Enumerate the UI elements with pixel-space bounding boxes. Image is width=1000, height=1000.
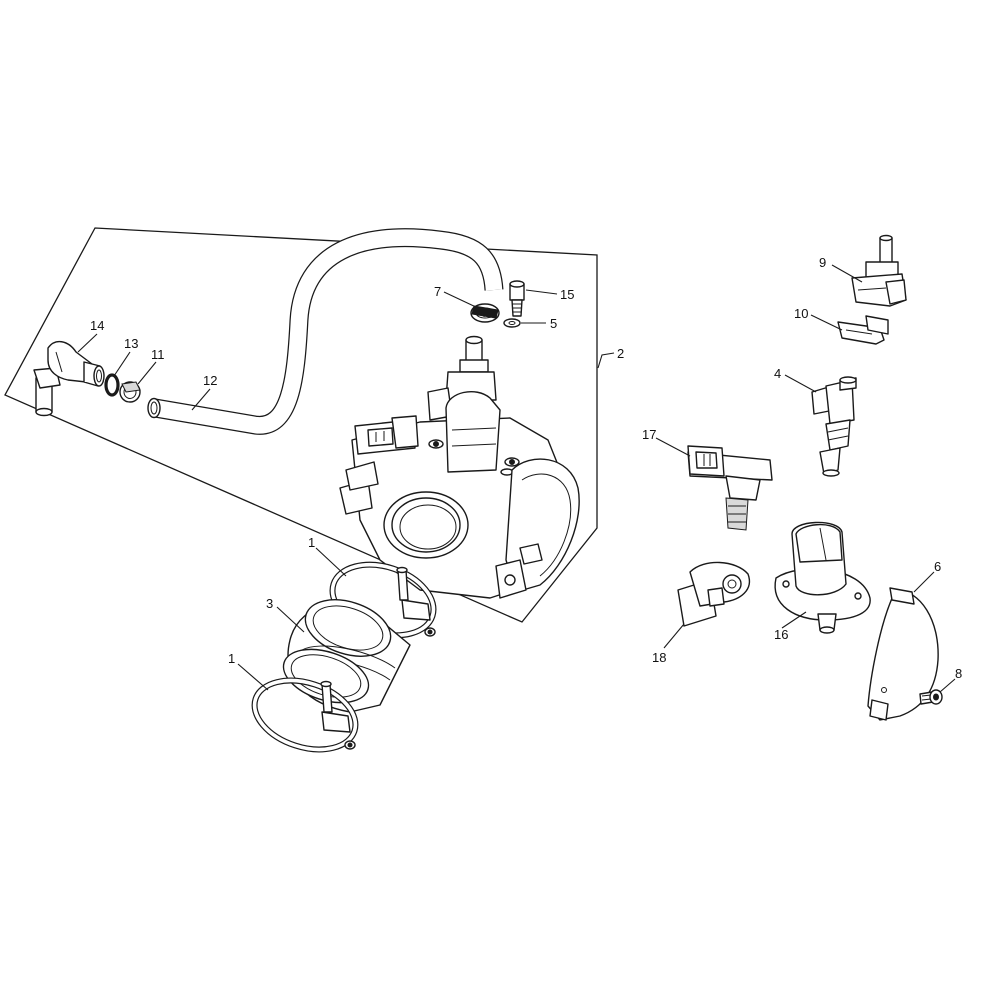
callout-17: 17 [642,427,656,442]
leader-9 [831,264,863,283]
leader-3 [276,606,305,633]
part-12-hose [147,228,504,435]
callout-8: 8 [955,666,962,681]
part-16-idle-valve [774,521,871,634]
leader-6 [913,571,935,593]
part-8-screw [919,689,943,705]
leader-1b [237,663,269,691]
part-11-clamp [119,381,141,403]
leader-15 [525,289,558,295]
part-7-clamp [470,303,500,323]
callout-12: 12 [203,373,217,388]
part-4-injector [811,376,857,477]
leader-2 [597,352,615,369]
callout-11: 11 [151,347,165,362]
assembly-frame-2 [4,227,598,623]
callout-7: 7 [434,284,441,299]
callout-1-lower: 1 [228,651,235,666]
part-18-sensor [677,561,751,627]
part-15-screw [509,280,525,317]
part-3-intake-boot [282,599,411,713]
leader-18 [663,623,685,649]
callout-3: 3 [266,596,273,611]
leader-14 [77,333,98,353]
callout-6: 6 [934,559,941,574]
part-1-band-clamp-lower [251,677,359,753]
callout-2: 2 [617,346,624,361]
part-2-throttle-body [339,335,580,599]
leader-16 [781,611,807,629]
callout-1-upper: 1 [308,535,315,550]
callout-13: 13 [124,336,138,351]
leader-10 [810,314,843,331]
leader-11 [137,361,157,385]
leader-17 [655,437,691,457]
callout-14: 14 [90,318,104,333]
leader-7 [443,291,479,309]
part-13-o-ring [104,373,120,397]
callout-4: 4 [774,366,781,381]
callout-16: 16 [774,627,788,642]
part-17-sensor [687,445,773,531]
part-14-elbow-connector [33,341,105,417]
part-5-washer [503,318,521,328]
callout-5: 5 [550,316,557,331]
callout-18: 18 [652,650,666,665]
callout-10: 10 [794,306,808,321]
leader-12 [191,388,211,411]
leader-13 [113,351,131,377]
part-10-bracket [837,315,889,345]
leader-8 [939,678,956,693]
part-9-valve [851,234,907,307]
leader-4 [784,374,817,393]
callout-15: 15 [560,287,574,302]
leader-1a [315,547,347,577]
callout-9: 9 [819,255,826,270]
